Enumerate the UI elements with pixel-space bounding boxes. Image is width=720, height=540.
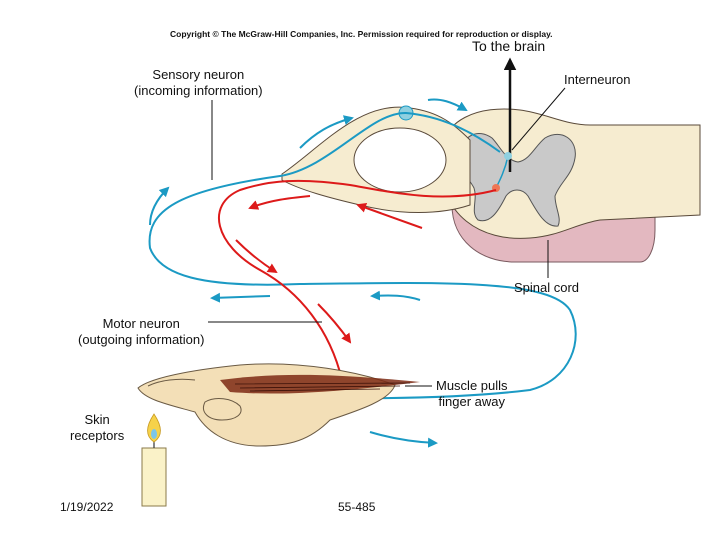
fingernail bbox=[147, 378, 196, 387]
leader-lines bbox=[208, 100, 549, 387]
muscle-label-line1: Muscle pulls bbox=[436, 378, 508, 393]
copyright-notice: Copyright © The McGraw-Hill Companies, I… bbox=[170, 29, 553, 39]
candle-flame bbox=[147, 413, 161, 443]
skin-label-line1: Skin bbox=[84, 412, 110, 427]
flame-core bbox=[151, 429, 157, 439]
sensory-neuron-label: Sensory neuron (incoming information) bbox=[134, 67, 263, 99]
sensory-arrow-4 bbox=[210, 292, 271, 303]
motor-neuron-label: Motor neuron (outgoing information) bbox=[78, 316, 204, 348]
sensory-arrow-1 bbox=[149, 186, 170, 226]
finger bbox=[137, 363, 420, 447]
muscle-fibers bbox=[234, 382, 411, 392]
slide-date: 1/19/2022 bbox=[60, 500, 114, 514]
gray-matter bbox=[459, 133, 576, 227]
sensory-arrow-5 bbox=[370, 290, 421, 301]
sensory-neuron-title: Sensory neuron bbox=[152, 67, 245, 82]
motor-neuron-title: Motor neuron bbox=[102, 316, 180, 331]
motor-arrow-1 bbox=[248, 195, 311, 210]
motor-arrow-3 bbox=[235, 239, 278, 274]
sensory-arrow-6 bbox=[369, 431, 438, 448]
muscle-label-line2: finger away bbox=[438, 394, 505, 409]
sensory-neuron-subtitle: (incoming information) bbox=[134, 83, 263, 98]
candle-body bbox=[141, 447, 167, 507]
motor-flow-arrows bbox=[235, 195, 423, 344]
to-the-brain-label: To the brain bbox=[472, 38, 546, 54]
slide-number: 55-485 bbox=[338, 500, 376, 514]
motor-arrow-2 bbox=[356, 202, 423, 229]
skin-receptors-label: Skin receptors bbox=[70, 412, 124, 444]
root-opening bbox=[353, 127, 447, 193]
interneuron-label: Interneuron bbox=[564, 72, 631, 87]
motor-neuron-subtitle: (outgoing information) bbox=[78, 332, 205, 347]
sensory-pathway bbox=[148, 111, 577, 400]
spinal-cord-label: Spinal cord bbox=[514, 280, 580, 295]
sensory-arrow-3 bbox=[427, 98, 468, 111]
sensory-arrow-2 bbox=[299, 115, 354, 149]
interneuron-pointer bbox=[511, 87, 566, 151]
interneuron-cell bbox=[504, 152, 512, 160]
motor-arrow-4 bbox=[317, 303, 352, 344]
skin-label-line2: receptors bbox=[70, 428, 125, 443]
muscle-label: Muscle pulls finger away bbox=[436, 378, 508, 410]
candle bbox=[141, 413, 167, 507]
spinal-cord-section bbox=[281, 105, 701, 263]
sensory-flow-arrows bbox=[149, 98, 468, 448]
muscle-bundle bbox=[220, 374, 420, 394]
thumb bbox=[203, 398, 242, 421]
motor-pathway bbox=[217, 179, 497, 381]
white-matter bbox=[439, 108, 701, 239]
